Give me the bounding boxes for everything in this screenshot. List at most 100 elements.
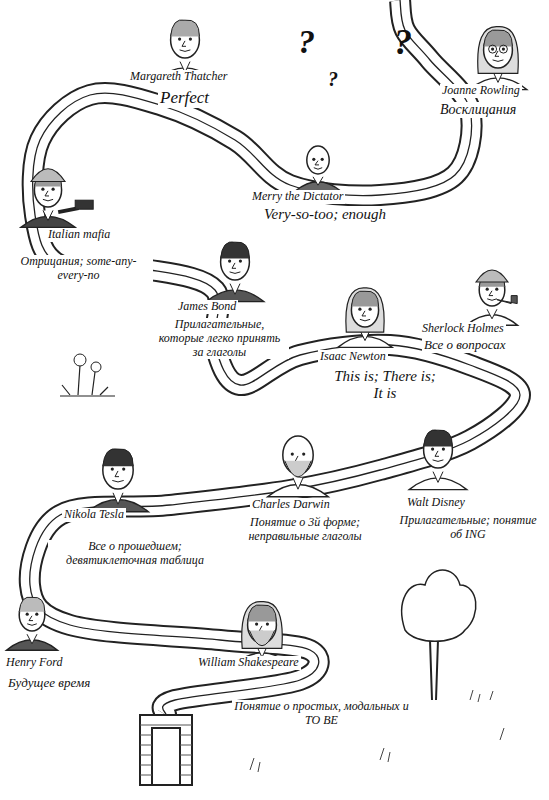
person-name: Walt Disney — [405, 496, 467, 510]
sketch-line — [27, 634, 37, 644]
sketch-line — [435, 451, 439, 456]
sketch-line — [182, 41, 186, 46]
sketch-line — [360, 319, 370, 321]
sketch-line — [315, 161, 319, 165]
sketch-line — [111, 467, 114, 470]
portrait — [268, 436, 329, 497]
sketch-line — [478, 27, 519, 74]
sketch-line — [239, 260, 242, 263]
person-name: Isaac Newton — [318, 350, 388, 364]
sketch-line — [45, 191, 49, 196]
sketch-line — [189, 38, 192, 41]
sketch-line — [249, 630, 274, 645]
topic: This is; There is; It is — [328, 368, 442, 403]
sketch-line — [19, 597, 45, 612]
question-mark: ? — [392, 22, 414, 63]
person-name: Margareth Thatcher — [128, 70, 229, 84]
topic: Понятие о простых, модальных и TO BE — [232, 700, 411, 728]
topic: Восклицания — [438, 102, 518, 118]
portrait — [206, 242, 264, 302]
topic: Very-so-too; enough — [262, 206, 388, 223]
sketch-line — [431, 448, 434, 451]
sketch-line — [302, 452, 305, 455]
portrait — [6, 597, 57, 650]
sketch-line — [26, 613, 29, 616]
sketch-line — [486, 288, 489, 291]
sketch-line — [248, 605, 277, 622]
road-middle-line — [30, 0, 520, 715]
tree — [402, 570, 493, 702]
sketch-line — [113, 493, 123, 504]
sketch-line — [489, 291, 493, 296]
sketch-line — [351, 291, 378, 307]
sketch-line — [230, 272, 241, 274]
portrait — [409, 430, 467, 490]
sketch-line — [495, 288, 498, 291]
sketch-line — [52, 188, 55, 191]
sketch-line — [484, 30, 513, 47]
person-name: Nikola Tesla — [62, 508, 126, 522]
portrait — [466, 270, 517, 325]
topic: Будущее время — [6, 676, 92, 691]
sketch-line — [228, 260, 231, 263]
topic: Все о вопросах — [422, 338, 508, 353]
sketch-line — [31, 169, 65, 182]
sketch-line — [232, 263, 236, 268]
portrait — [88, 449, 149, 512]
question-mark: ? — [326, 68, 340, 91]
sketch-line — [230, 284, 240, 295]
topic: Perfect — [158, 88, 211, 108]
person-name: Henry Ford — [4, 656, 65, 670]
road-edge — [30, 0, 520, 715]
sketch-line — [242, 602, 283, 649]
portrait — [469, 27, 527, 90]
sketch-line — [502, 48, 505, 51]
sketch-line — [491, 48, 494, 51]
person-name: William Shakespeare — [196, 656, 301, 670]
portrait — [296, 146, 341, 191]
sketch-line — [180, 50, 191, 52]
sketch-line — [312, 158, 315, 161]
sketch-line — [112, 480, 123, 482]
sketch-line — [122, 467, 125, 470]
sketch-line — [35, 613, 38, 616]
sketch-line — [43, 199, 53, 201]
sketch-line — [314, 168, 322, 170]
sketch-line — [487, 309, 497, 319]
sketch-line — [346, 288, 384, 332]
sketch-line — [358, 308, 361, 311]
question-mark: ? — [296, 22, 317, 61]
sketch-line — [313, 177, 323, 185]
sketch-line — [369, 308, 372, 311]
sketch-line — [489, 45, 497, 53]
sketch-line — [291, 452, 294, 455]
topic: Все о прошедшем; девятиклеточная таблица — [48, 540, 222, 568]
sketch-line — [103, 449, 133, 466]
topic: Прилагательные; понятие об ING — [391, 514, 545, 542]
sketch-line — [442, 448, 445, 451]
sketch-line — [476, 270, 508, 282]
sketch-line — [115, 471, 119, 477]
sketch-line — [285, 461, 312, 477]
person-name: James Bond — [176, 300, 238, 314]
person-name: Joanne Rowling — [440, 84, 522, 98]
portrait — [21, 169, 93, 228]
grass — [250, 728, 504, 772]
sketch-line — [487, 299, 497, 301]
sketch-line — [221, 242, 250, 259]
sketch-line — [266, 623, 269, 626]
sketch-line — [433, 460, 444, 462]
sketch-line — [293, 478, 303, 489]
person-name: Charles Darwin — [250, 498, 332, 512]
sketch-line — [424, 430, 453, 447]
sketch-line — [493, 60, 504, 62]
portraits — [6, 20, 526, 665]
sketch-line — [255, 623, 258, 626]
person-name: Italian mafia — [46, 228, 112, 242]
sketch-line — [499, 45, 507, 53]
door — [140, 715, 192, 785]
portrait — [338, 288, 392, 348]
flowers — [60, 354, 115, 396]
sketch-line — [27, 624, 37, 626]
